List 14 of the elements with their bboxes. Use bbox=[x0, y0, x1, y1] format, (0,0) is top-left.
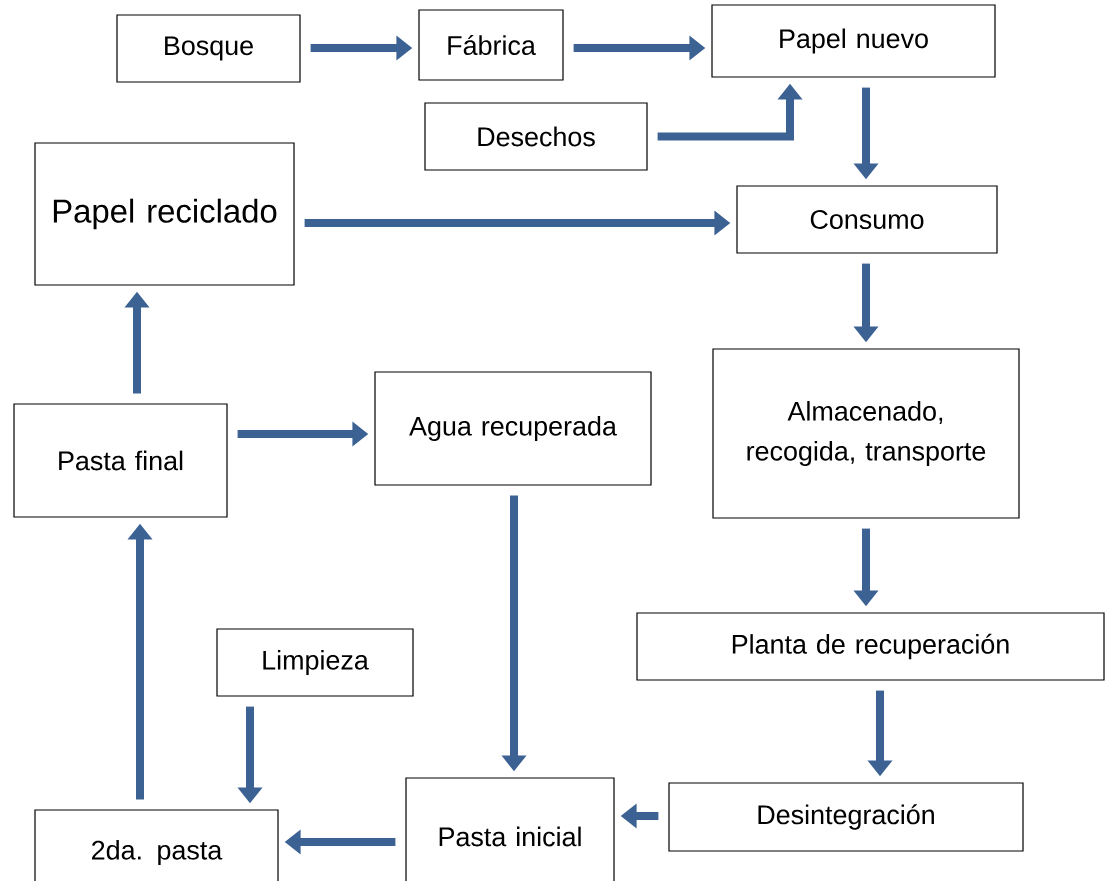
process-box: Limpieza bbox=[216, 628, 414, 697]
process-box: Bosque bbox=[116, 14, 301, 83]
process-box: Consumo bbox=[736, 185, 998, 254]
process-box: 2da. pasta bbox=[34, 809, 279, 881]
process-box: Desechos bbox=[424, 102, 648, 171]
process-box: Pasta inicial bbox=[405, 777, 615, 881]
process-box: Pasta final bbox=[13, 403, 228, 518]
process-box: Agua recuperada bbox=[374, 371, 652, 486]
process-box: Planta de recuperación bbox=[636, 612, 1105, 681]
process-box: Fábrica bbox=[418, 9, 564, 81]
process-box: Desintegración bbox=[668, 782, 1024, 852]
process-box: Papel nuevo bbox=[711, 4, 996, 78]
process-box: Almacenado, recogida, transporte bbox=[712, 348, 1020, 519]
process-box: Papel reciclado bbox=[34, 142, 295, 286]
